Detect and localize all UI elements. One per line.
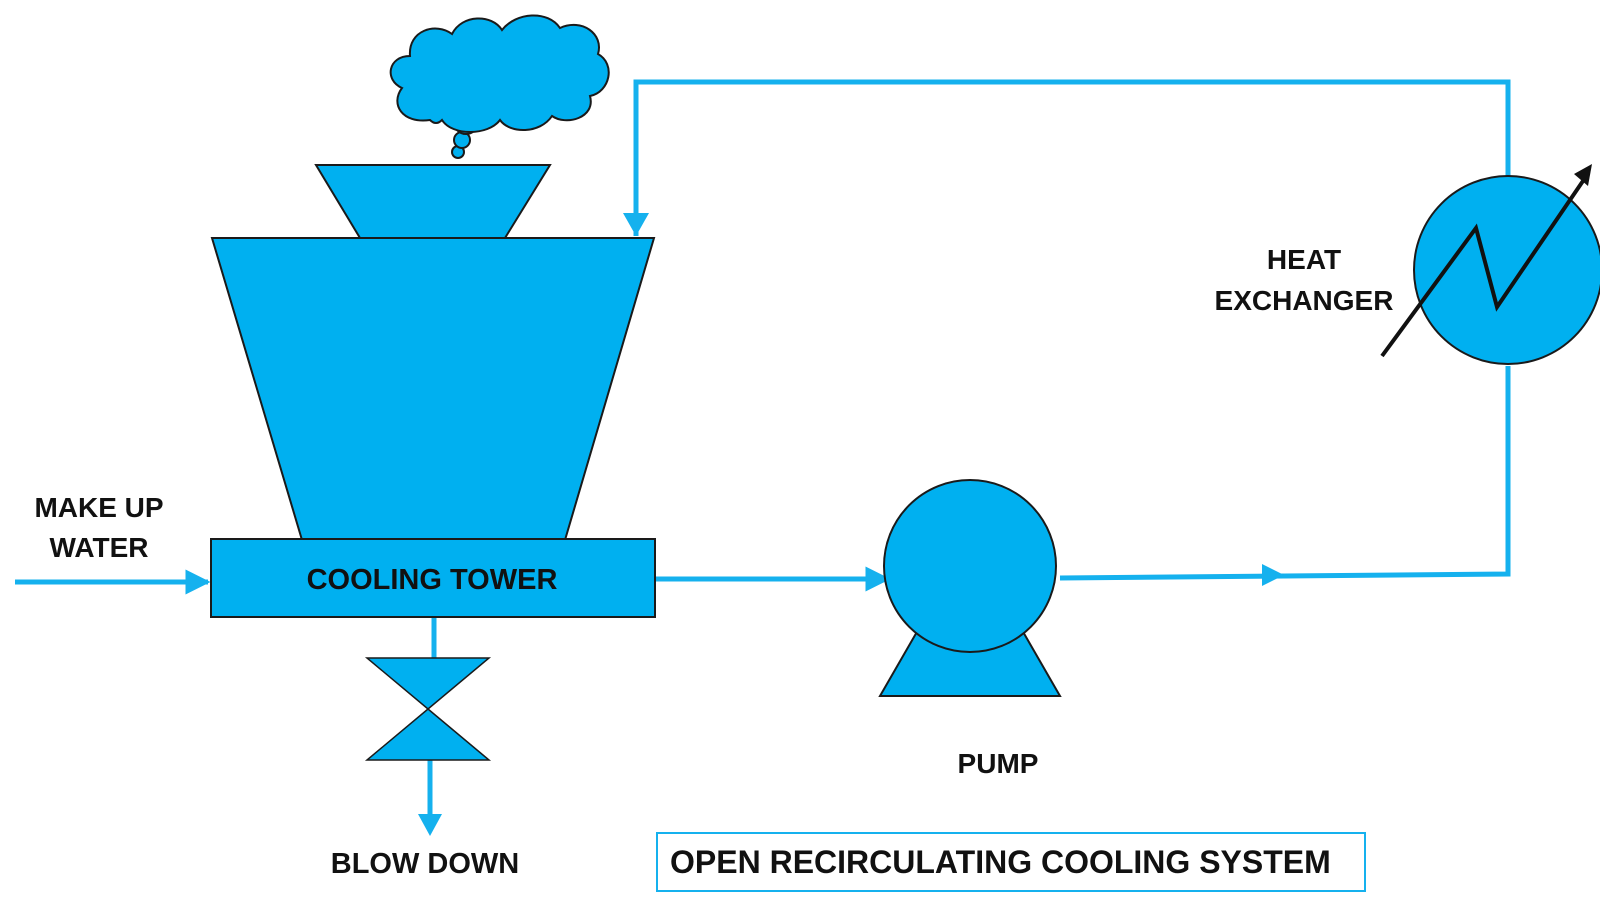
heat-exchanger-label-line1: HEAT xyxy=(1267,244,1341,275)
diagram-title: OPEN RECIRCULATING COOLING SYSTEM xyxy=(670,844,1331,880)
flow-arrow-down xyxy=(623,213,649,236)
blow-down-label: BLOW DOWN xyxy=(331,848,519,880)
make-up-water-label-line2: WATER xyxy=(49,532,148,563)
pump-to-exchanger-pipe xyxy=(1059,366,1511,581)
cooling-tower-label: COOLING TOWER xyxy=(307,564,558,596)
steam-cloud-icon xyxy=(389,14,610,159)
pump-icon xyxy=(878,479,1062,697)
heat-exchanger-icon xyxy=(1380,164,1600,365)
blow-down-valve-icon xyxy=(364,657,492,761)
flow-arrow-return xyxy=(1262,564,1284,586)
exchanger-to-tower-pipe xyxy=(633,79,1511,236)
flow-arrow-blowdown xyxy=(418,814,442,836)
title-box xyxy=(656,832,1366,892)
heat-exchanger-label-line2: EXCHANGER xyxy=(1215,285,1394,316)
make-up-water-label-line1: MAKE UP xyxy=(34,492,163,523)
cooling-tower xyxy=(210,164,656,618)
tower-fan-stack xyxy=(314,164,552,239)
tower-basin xyxy=(210,538,656,618)
tower-body xyxy=(210,237,656,541)
pump-label: PUMP xyxy=(958,748,1039,779)
